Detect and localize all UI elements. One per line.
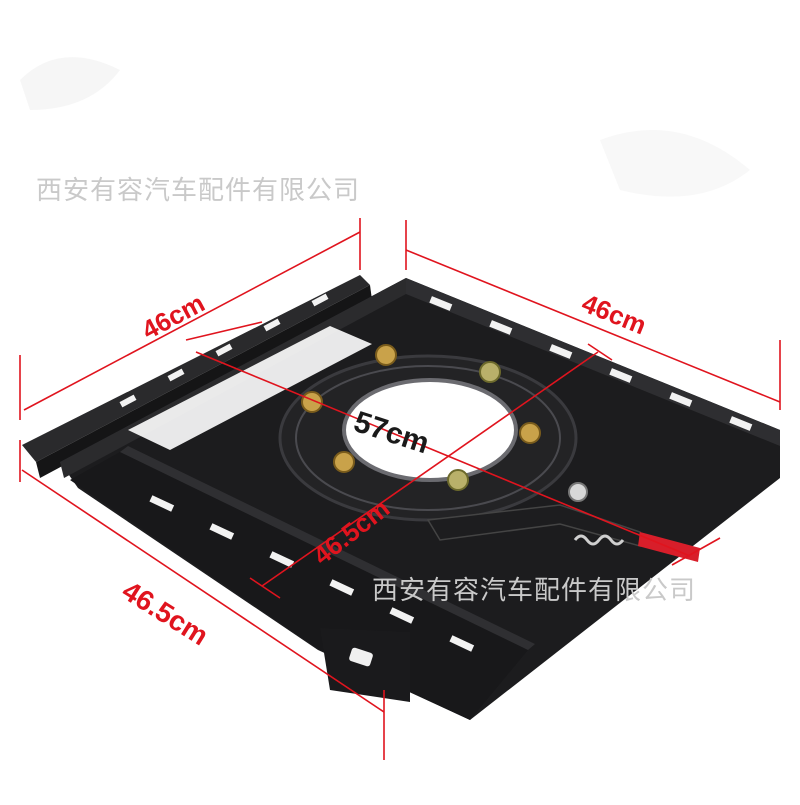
lower-slide-rail [22, 275, 372, 478]
dimension-label-top-right: 46cm [578, 288, 651, 341]
watermark-bottom: 西安有容汽车配件有限公司 [372, 576, 697, 606]
watermark-top: 西安有容汽车配件有限公司 [36, 176, 361, 206]
dimension-label-bottom-left: 46.5cm [117, 575, 214, 652]
dimension-lines [19, 218, 781, 760]
mounting-bolts [301, 344, 588, 502]
background-haze [20, 57, 750, 197]
